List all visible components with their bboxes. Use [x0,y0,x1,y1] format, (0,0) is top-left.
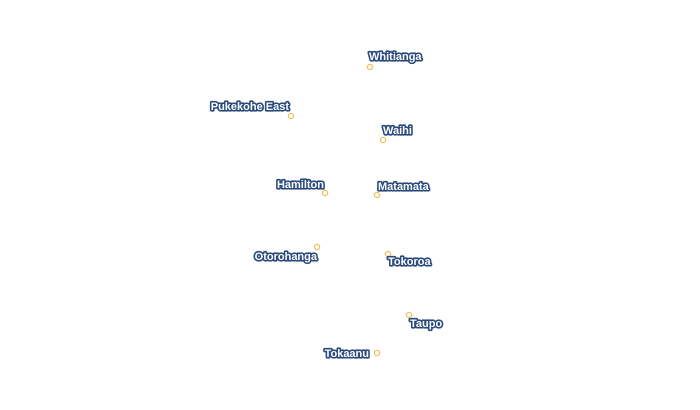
city-label-otorohanga: Otorohanga [255,251,318,263]
city-pukekohe-east[interactable]: Pukekohe East [209,99,295,120]
city-label-tokaanu: Tokaanu [325,348,369,360]
city-hamilton[interactable]: Hamilton [275,177,329,197]
city-label-pukekohe-east: Pukekohe East [211,101,290,113]
city-label-taupo: Taupo [410,318,442,330]
city-waihi[interactable]: Waihi [379,123,414,144]
city-matamata[interactable]: Matamata [373,179,431,199]
city-label-waihi: Waihi [383,125,412,137]
city-label-tokoroa: Tokoroa [388,256,431,268]
city-marker-tokoroa[interactable] [384,250,392,258]
city-marker-whitianga[interactable] [366,63,374,71]
city-otorohanga[interactable]: Otorohanga [253,243,321,265]
city-marker-matamata[interactable] [373,191,381,199]
city-taupo[interactable]: Taupo [405,311,444,332]
city-marker-hamilton[interactable] [321,189,329,197]
city-whitianga[interactable]: Whitianga [366,49,424,71]
city-marker-tokaanu[interactable] [373,349,381,357]
city-marker-waihi[interactable] [379,136,387,144]
city-tokaanu[interactable]: Tokaanu [323,346,381,362]
city-label-whitianga: Whitianga [369,51,422,63]
city-marker-otorohanga[interactable] [313,243,321,251]
city-label-hamilton: Hamilton [277,179,324,191]
city-marker-taupo[interactable] [405,311,413,319]
city-marker-pukekohe-east[interactable] [287,112,295,120]
city-tokoroa[interactable]: Tokoroa [384,250,433,270]
city-label-matamata: Matamata [378,181,430,193]
